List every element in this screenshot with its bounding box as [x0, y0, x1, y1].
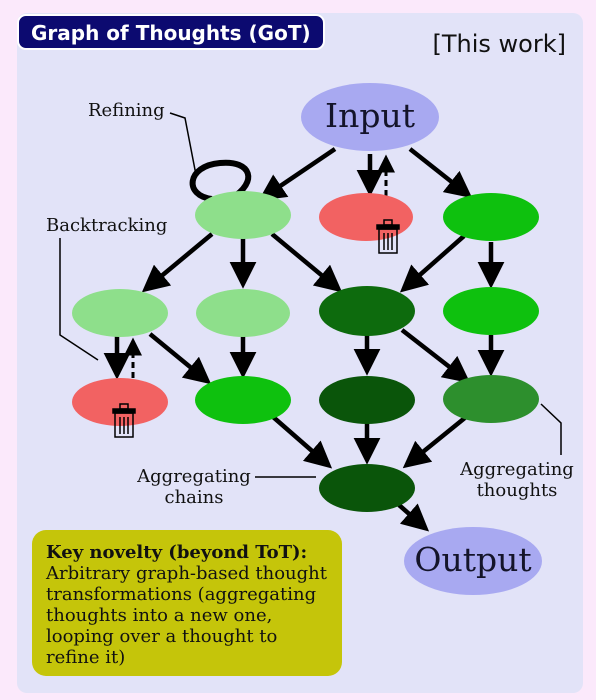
edge-a-c — [141, 232, 214, 293]
edge-i-j — [402, 415, 468, 469]
edge-c-g — [148, 332, 212, 385]
discarded-thought-node — [72, 378, 168, 426]
input-label: Input — [325, 96, 415, 135]
backtracking-label: Backtracking — [46, 215, 168, 236]
input-node — [301, 83, 439, 151]
work-tag: [This work] — [432, 30, 566, 58]
edge-j-output — [397, 503, 430, 532]
backtracking-callout — [59, 238, 99, 361]
thought-node — [443, 287, 539, 335]
edge-e-i — [400, 328, 471, 384]
key-novelty-box: Key novelty (beyond ToT): Arbitrary grap… — [32, 530, 342, 676]
thought-node — [443, 193, 539, 241]
thought-node — [195, 191, 291, 239]
trash-icon — [112, 403, 136, 438]
thought-node — [443, 375, 539, 423]
refining-callout — [169, 112, 197, 176]
output-node — [404, 527, 542, 595]
edges — [103, 147, 505, 532]
aggregating-chains-label: Aggregating chains — [137, 466, 251, 508]
thought-node — [72, 289, 168, 337]
thought-node — [319, 286, 415, 336]
output-label: Output — [414, 540, 532, 579]
edge-b-e — [399, 234, 466, 293]
novelty-line: refine it) — [46, 647, 126, 668]
novelty-heading: Key novelty (beyond ToT): — [46, 542, 308, 563]
edge-input-b — [408, 147, 473, 199]
novelty-line: looping over a thought to — [46, 626, 278, 647]
refining-loop — [189, 159, 252, 202]
thought-node — [196, 289, 290, 337]
novelty-line: thoughts into a new one, — [46, 605, 273, 626]
aggregating-thoughts-callout — [540, 403, 562, 455]
refining-label: Refining — [88, 100, 165, 121]
thought-node — [195, 376, 291, 424]
edge-a-e — [270, 232, 343, 293]
aggregated-thought-node — [319, 464, 415, 512]
edge-input-a — [258, 147, 337, 201]
trash-icon — [376, 219, 400, 254]
discarded-thought-node — [319, 193, 413, 241]
thought-node — [319, 376, 415, 424]
aggregating-thoughts-label: Aggregating thoughts — [460, 459, 574, 501]
novelty-line: transformations (aggregating — [46, 584, 317, 605]
edge-g-j — [270, 414, 333, 469]
title-badge: Graph of Thoughts (GoT) — [17, 14, 325, 50]
novelty-line: Arbitrary graph-based thought — [46, 563, 327, 584]
